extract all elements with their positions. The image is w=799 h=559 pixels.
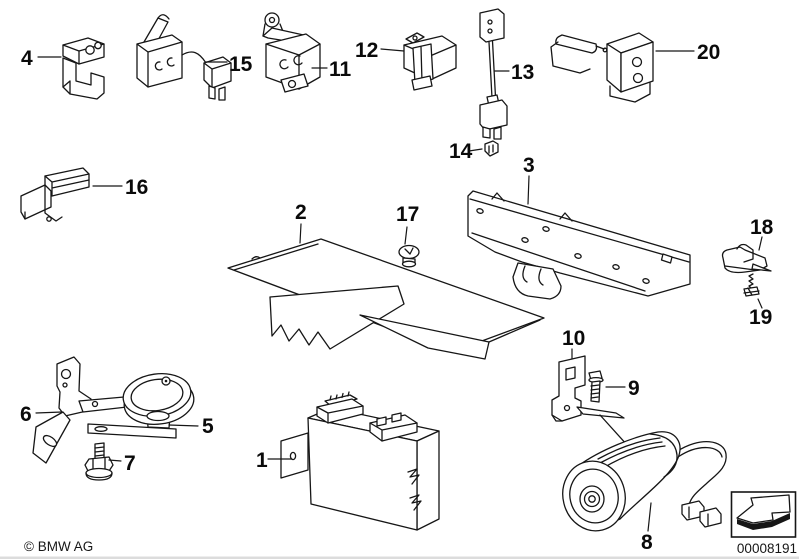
- callout-1: 1: [256, 449, 268, 472]
- callout-11: 11: [329, 58, 352, 81]
- callout-4: 4: [21, 47, 33, 70]
- callout-16: 16: [125, 176, 148, 199]
- callout-13: 13: [511, 61, 534, 84]
- part-6-bracket: [32, 356, 128, 464]
- part-20-switch: [550, 32, 654, 103]
- page-bottom-edge: [0, 556, 799, 559]
- part-13-cable: [479, 8, 508, 140]
- direction-arrow-icon: [736, 494, 791, 530]
- part-16-bracket: [20, 167, 90, 222]
- callout-10: 10: [562, 327, 585, 350]
- callout-8: 8: [641, 531, 653, 554]
- part-12-switch: [403, 32, 457, 91]
- callout-6: 6: [20, 403, 32, 426]
- callout-18: 18: [750, 216, 774, 239]
- part-17-grommet: [398, 244, 420, 268]
- part-5-horn: [87, 373, 195, 439]
- part-19-screw: [743, 273, 760, 297]
- part-7-bolt: [84, 442, 114, 481]
- part-10-bracket: [551, 355, 638, 457]
- part-11-microswitch: [262, 12, 321, 93]
- part-15-microswitch: [136, 14, 232, 101]
- part-8-siren: [562, 431, 727, 532]
- callout-leader-lines: [35, 48, 763, 532]
- stamp-box: [730, 491, 797, 538]
- callout-5: 5: [202, 415, 214, 438]
- part-4-switch: [62, 37, 105, 100]
- part-14-clip: [484, 140, 499, 157]
- copyright-text: © BMW AG: [24, 539, 93, 554]
- callout-14: 14: [449, 140, 473, 163]
- callout-3: 3: [523, 154, 535, 177]
- callout-2: 2: [295, 201, 307, 224]
- callout-17: 17: [396, 203, 419, 226]
- part-3-bracket: [467, 190, 691, 300]
- callout-15: 15: [229, 53, 253, 76]
- callout-7: 7: [124, 452, 136, 475]
- part-1-control-unit: [280, 391, 440, 531]
- callout-12: 12: [355, 39, 378, 62]
- drawing-number: 00008191: [737, 541, 797, 556]
- part-2-cover-panel: [227, 238, 545, 360]
- part-9-bolt: [588, 370, 604, 403]
- part-18-clip: [721, 243, 772, 274]
- callout-9: 9: [628, 377, 640, 400]
- callout-19: 19: [749, 306, 772, 329]
- callout-20: 20: [697, 41, 720, 64]
